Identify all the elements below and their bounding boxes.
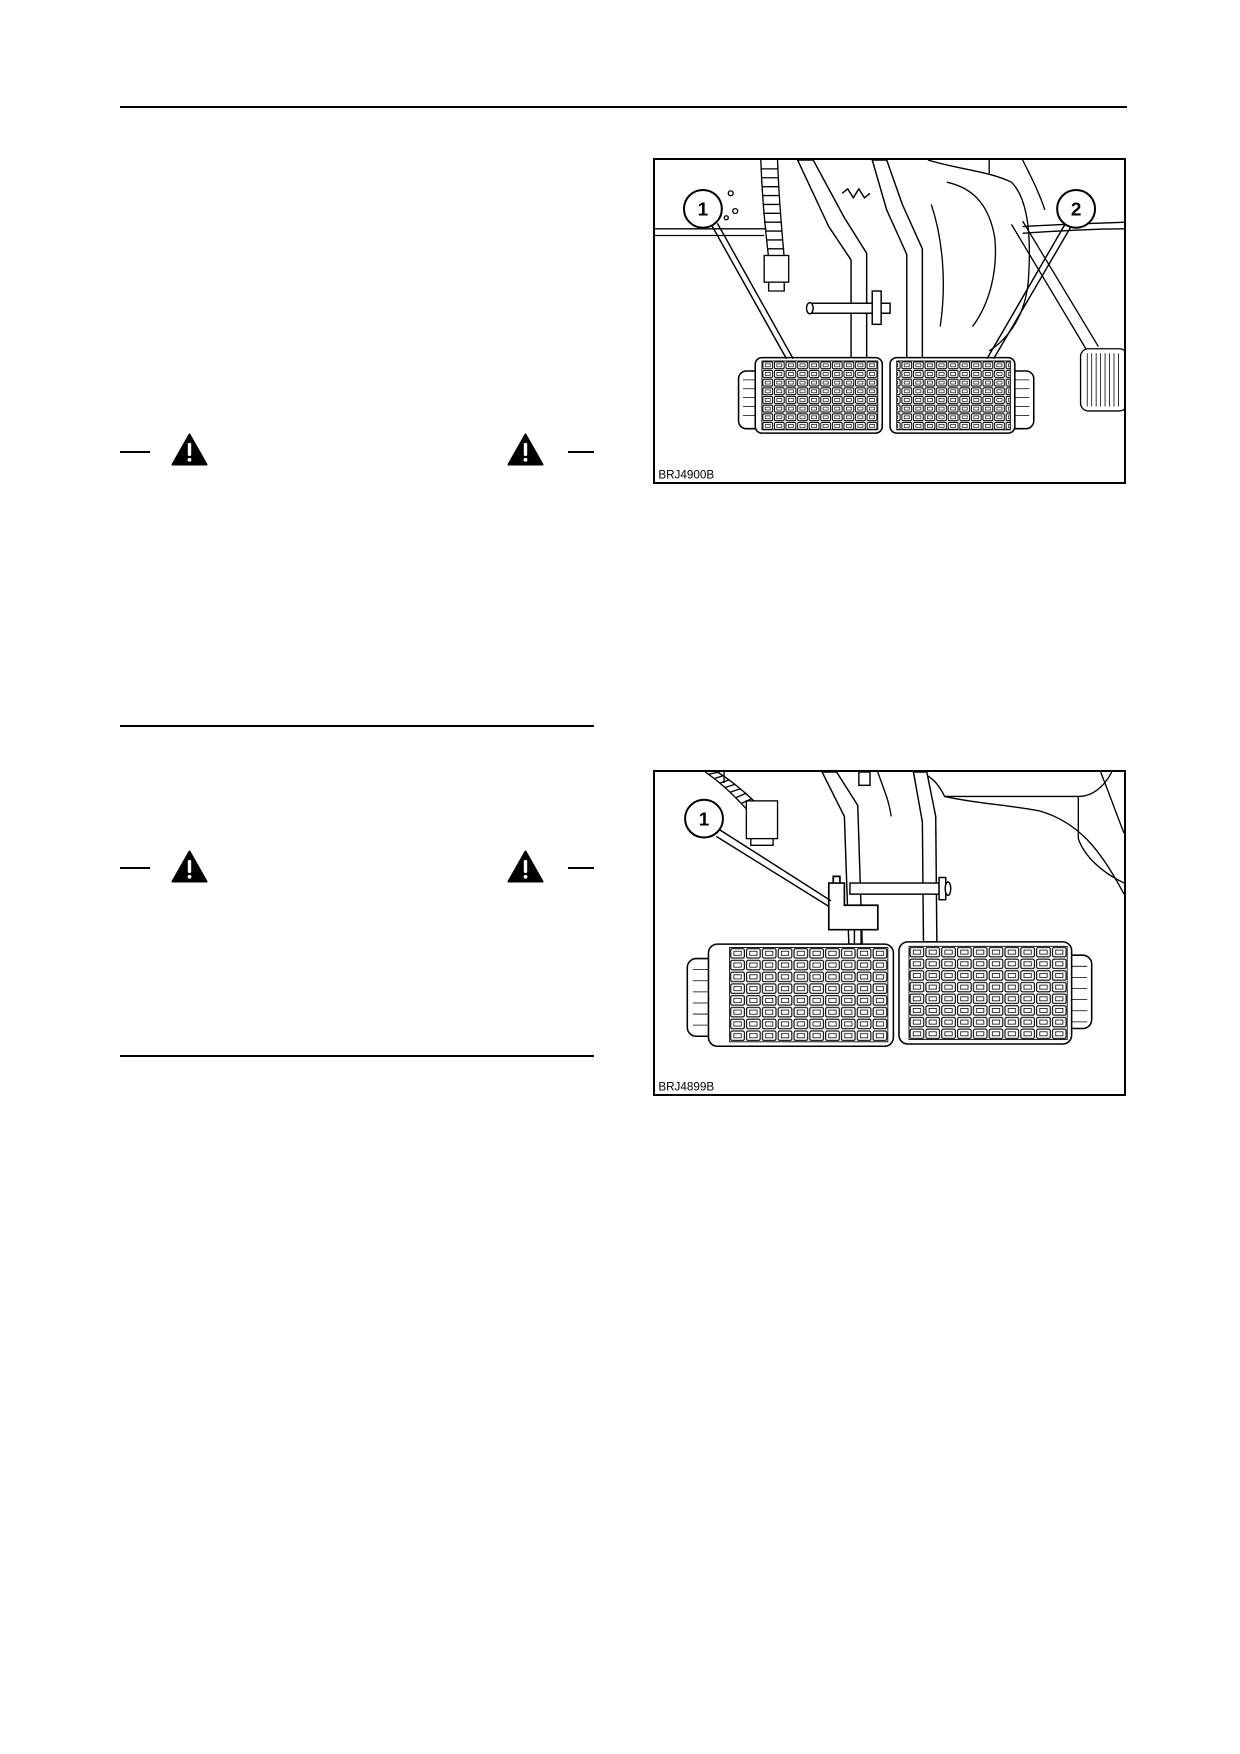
callout-1: 1: [684, 798, 832, 907]
callout-1: 1: [682, 188, 794, 360]
callout-number: 1: [698, 200, 709, 221]
callout-number: 2: [1071, 200, 1082, 221]
right-brake-pedal: [898, 941, 1093, 1045]
warning-dash-right: [568, 867, 594, 869]
figure-code: BRJ4900B: [658, 469, 714, 482]
warning-triangle-icon: [171, 433, 208, 466]
warning-triangle-icon: [171, 850, 208, 883]
warning-triangle-icon: [507, 850, 544, 883]
warning-triangle-icon: [507, 433, 544, 466]
section-divider: [120, 725, 594, 727]
left-brake-pedal: [737, 356, 884, 434]
accelerator-pedal: [1010, 220, 1124, 412]
section-end-rule: [120, 1055, 594, 1057]
pedal-latch-bracket: [827, 875, 879, 931]
wiring-harness: [760, 160, 790, 292]
figure-code: BRJ4899B: [658, 1081, 714, 1094]
figure-brake-pedals: 1 2 BRJ4900B: [653, 158, 1126, 484]
figure-pedal-latch: 1 BRJ4899B: [653, 770, 1126, 1096]
callout-number: 1: [699, 809, 710, 830]
warning-dash-left: [120, 867, 150, 869]
wiring-harness: [704, 772, 779, 846]
callout-2: 2: [986, 188, 1097, 360]
right-brake-pedal: [889, 356, 1035, 434]
background-structure: [723, 772, 1124, 895]
header-rule: [120, 106, 1127, 108]
warning-dash-right: [568, 451, 594, 453]
pedal-arms: [796, 160, 924, 361]
warning-dash-left: [120, 451, 150, 453]
background-structure: [655, 160, 1124, 352]
left-brake-pedal: [686, 943, 895, 1048]
